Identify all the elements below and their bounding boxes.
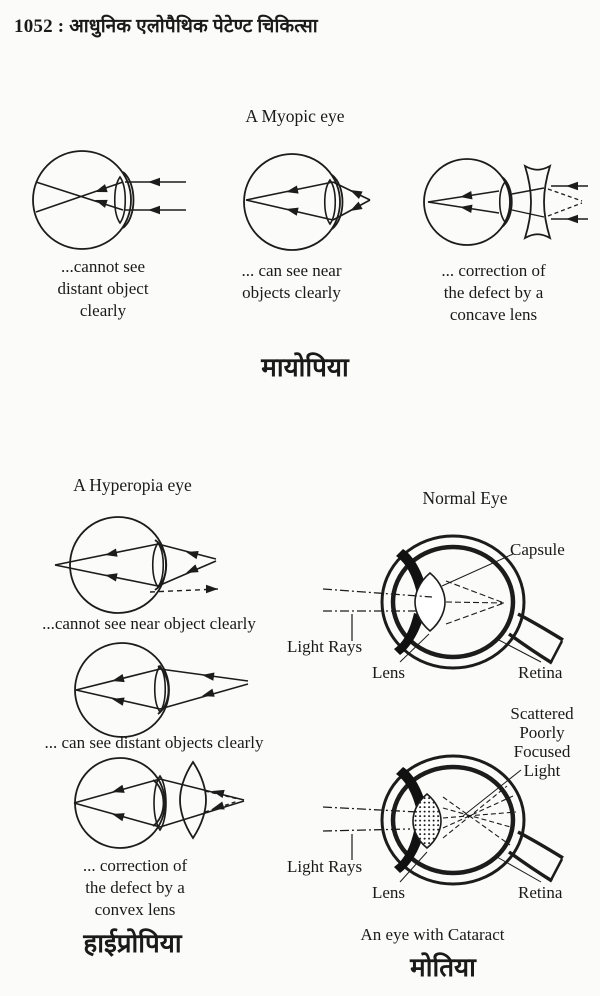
- normal-eye-light-rays-label: Light Rays: [287, 637, 363, 656]
- cataract-eye-diagram: [323, 756, 563, 884]
- cataract-light-rays-label: Light Rays: [287, 857, 363, 876]
- normal-eye-lens-label: Lens: [372, 663, 406, 682]
- normal-eye-capsule-label: Capsule: [510, 540, 565, 559]
- myopia-caption-distant: ...cannot see distant object clearly: [57, 257, 149, 320]
- hyperopia-caption-convex: ... correction of the defect by a convex…: [82, 856, 188, 919]
- normal-eye-diagram: [323, 536, 563, 668]
- hyperopia-caption-distant: ... can see distant objects clearly: [44, 733, 264, 752]
- page-header: 1052 : आधुनिक एलोपैथिक पेटेण्ट चिकित्सा: [14, 16, 318, 37]
- hyperopia-caption-near: ...cannot see near object clearly: [42, 614, 256, 633]
- myopia-caption-concave: ... correction of the defect by a concav…: [441, 261, 546, 324]
- myopic-eye-concave-lens-diagram: [424, 159, 588, 245]
- cataract-scattered-light-label: Scattered Poorly Focused Light: [510, 704, 574, 780]
- myopia-caption-near: ... can see near objects clearly: [241, 261, 342, 302]
- myopic-eye-distant-diagram: [33, 151, 186, 249]
- cataract-caption: An eye with Cataract: [360, 925, 505, 944]
- hyperopic-eye-distant-diagram: [75, 643, 248, 737]
- myopic-eye-near-diagram: [244, 154, 370, 250]
- hyperopic-eye-convex-lens-diagram: [74, 758, 244, 848]
- hyperopia-section-title: A Hyperopia eye: [73, 475, 192, 495]
- myopia-section-title: A Myopic eye: [245, 106, 345, 126]
- normal-eye-title: Normal Eye: [422, 488, 508, 508]
- myopia-hindi-label: मायोपिया: [261, 353, 349, 382]
- normal-eye-retina-label: Retina: [518, 663, 563, 682]
- cataract-hindi-label: मोतिया: [410, 953, 476, 982]
- hyperopia-hindi-label: हाईप्रोपिया: [83, 929, 182, 958]
- cataract-retina-label: Retina: [518, 883, 563, 902]
- cataract-lens-label: Lens: [372, 883, 406, 902]
- hyperopic-eye-near-diagram: [55, 517, 218, 613]
